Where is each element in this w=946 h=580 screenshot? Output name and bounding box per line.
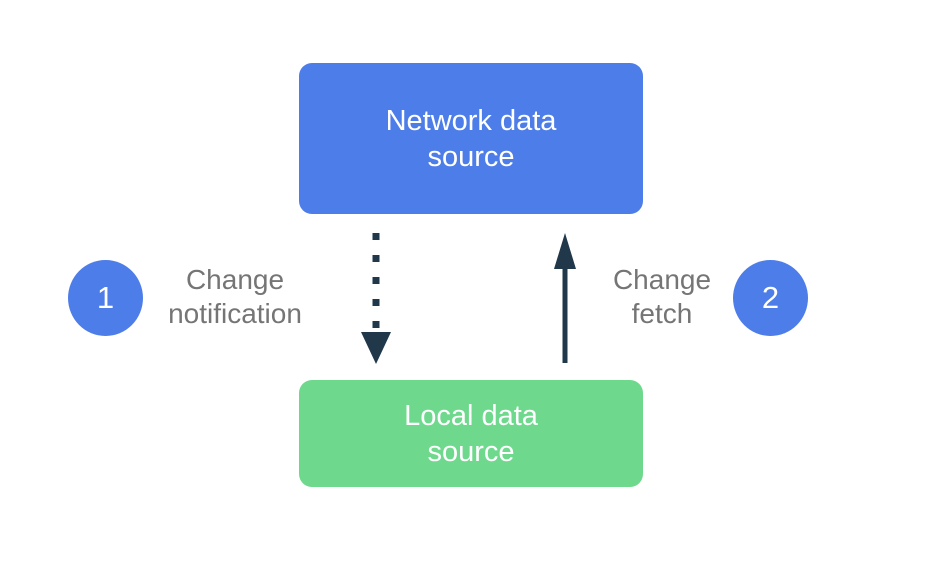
local-data-source-node: Local data source (299, 380, 643, 487)
down-arrowhead-icon (361, 332, 391, 364)
step-2-badge: 2 (733, 260, 808, 336)
change-notification-arrow (361, 233, 391, 364)
network-data-source-node: Network data source (299, 63, 643, 214)
change-notification-label: Change notification (168, 264, 302, 329)
change-fetch-label: Change fetch (612, 264, 712, 329)
step-1-badge: 1 (68, 260, 143, 336)
